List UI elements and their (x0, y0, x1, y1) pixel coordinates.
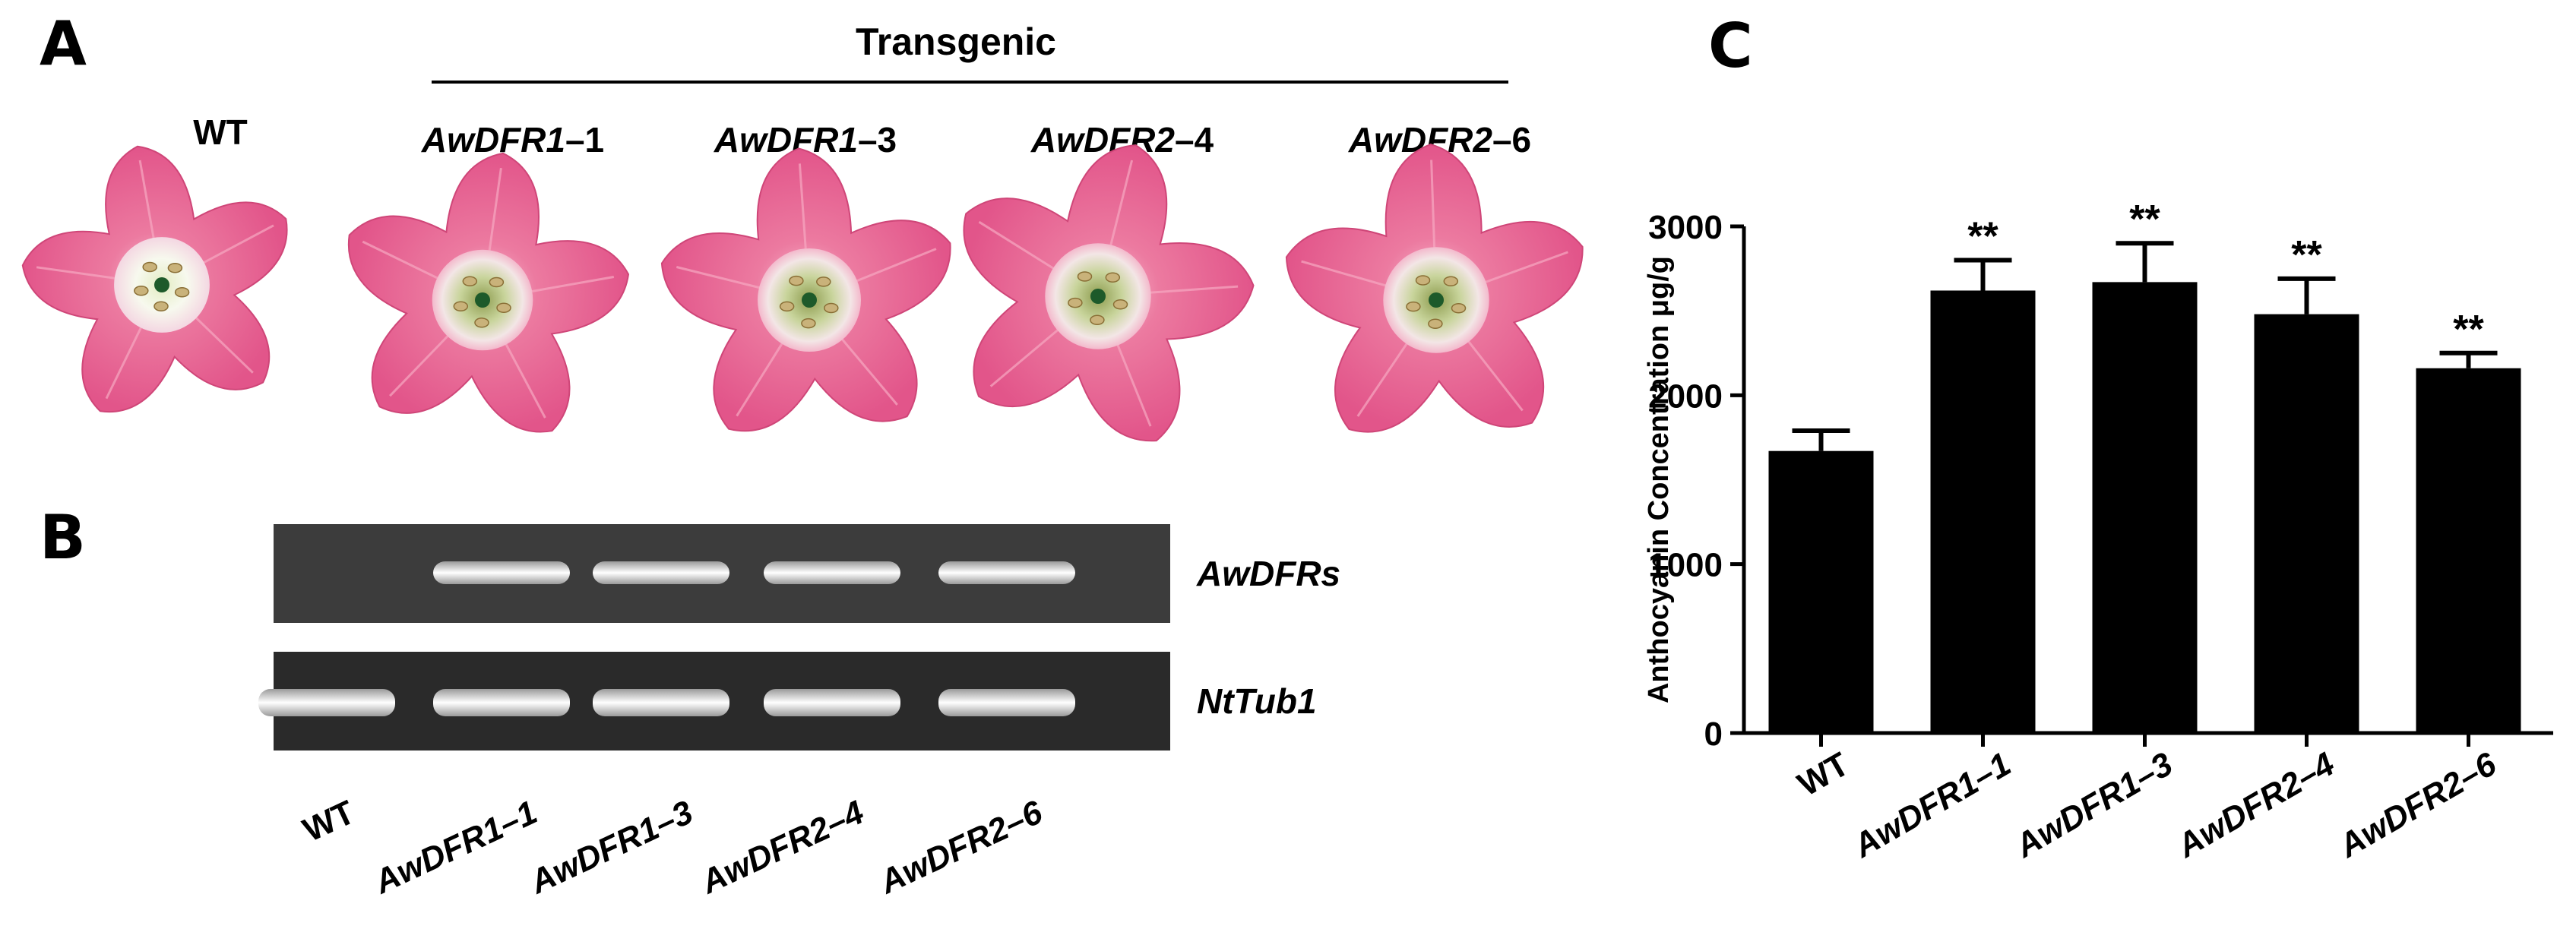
panel-b-letter: B (40, 502, 86, 573)
significance-marker: ** (2453, 308, 2484, 352)
gel-band (593, 689, 729, 716)
x-tick-label: AwDFR2–6 (2332, 745, 2503, 865)
flower-label-suffix: –1 (565, 120, 604, 160)
gel-lane-label: AwDFR1–1 (368, 794, 543, 902)
x-tick-label: WT (1792, 745, 1856, 804)
flower-transgenic (963, 144, 1255, 442)
y-tick-label: 0 (1704, 716, 1723, 753)
significance-marker: ** (2129, 198, 2160, 242)
y-tick-label: 3000 (1648, 209, 1723, 246)
flower-wt (21, 145, 288, 413)
gel-band (258, 689, 395, 716)
gel-band (433, 689, 570, 716)
gel-lane-label: WT (298, 794, 361, 849)
gel-lane-label: AwDFR2–4 (695, 794, 869, 902)
flower-transgenic (347, 152, 630, 433)
y-tick-label: 1000 (1648, 547, 1723, 584)
panel-c-letter: C (1708, 11, 1753, 81)
gel-row: AwDFRs (274, 524, 1340, 623)
flower-label: WT (193, 112, 248, 152)
flower-label-gene: AwDFR1 (714, 120, 858, 160)
gel-row-label: AwDFRs (1196, 554, 1340, 593)
bar (2092, 282, 2198, 733)
gel-lane-label: AwDFR1–3 (524, 794, 698, 902)
flower-label-suffix: –3 (858, 120, 897, 160)
gel-band (433, 561, 570, 584)
gel-band (593, 561, 729, 584)
gel-band (764, 689, 900, 716)
x-tick-label: AwDFR1–1 (1847, 745, 2017, 865)
gel-row: NtTub1 (258, 652, 1317, 750)
flower-label: AwDFR1–1 (421, 120, 604, 160)
y-axis-label: Anthocyanin Concentration μg/g (1643, 256, 1675, 703)
gel-band (764, 561, 900, 584)
y-tick-label: 2000 (1648, 378, 1723, 415)
flower-transgenic (660, 147, 951, 432)
panel-a-letter: A (40, 8, 87, 79)
flower-label: AwDFR2–4 (1030, 120, 1214, 160)
bar (1930, 290, 2036, 733)
flower-label-suffix: WT (193, 112, 248, 152)
gel-lane-label: AwDFR2–6 (873, 793, 1048, 901)
flower-label: AwDFR1–3 (714, 120, 897, 160)
flower-label-suffix: –6 (1492, 120, 1531, 160)
flower-label-gene: AwDFR1 (421, 120, 565, 160)
transgenic-group-label: Transgenic (856, 21, 1056, 63)
flower-label-gene: AwDFR2 (1030, 120, 1176, 160)
significance-marker: ** (2291, 233, 2322, 277)
bar (1768, 450, 1874, 733)
bar (2254, 314, 2359, 733)
gel-band (938, 561, 1075, 584)
significance-marker: ** (1967, 214, 1998, 258)
bar (2416, 368, 2521, 733)
flower-transgenic (1285, 144, 1584, 433)
flower-label-suffix: –4 (1175, 120, 1214, 160)
gel-band (938, 689, 1075, 716)
gel-row-label: NtTub1 (1197, 681, 1317, 721)
x-tick-label: AwDFR2–4 (2170, 745, 2340, 865)
x-tick-label: AwDFR1–3 (2008, 745, 2179, 865)
